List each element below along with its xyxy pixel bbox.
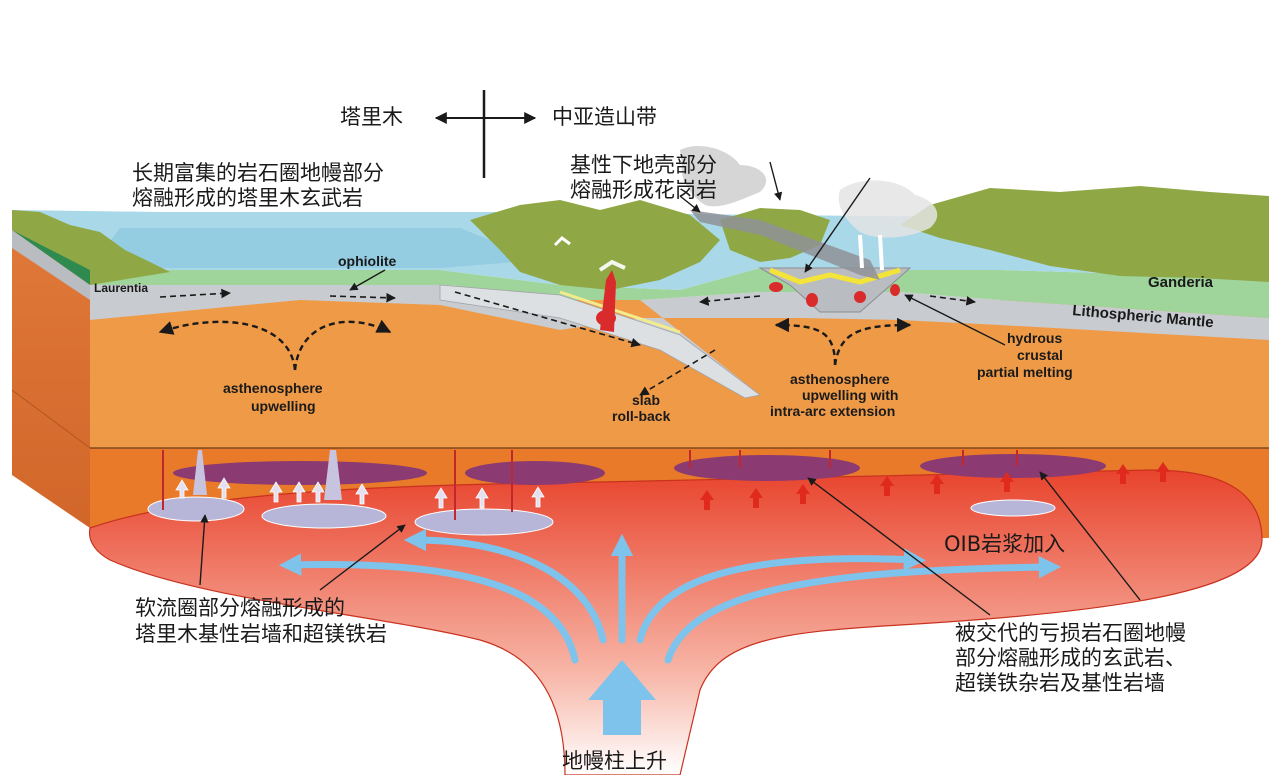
asthenosphere-right-label-3: intra-arc extension bbox=[770, 403, 895, 419]
arc-landmass bbox=[470, 200, 720, 290]
asthenosphere-left-label-2: upwelling bbox=[251, 398, 316, 414]
asthenosphere-right-label-1: asthenosphere bbox=[790, 371, 890, 387]
granite-label-1: 基性下地壳部分 bbox=[570, 153, 717, 177]
hydrous-label-2: crustal bbox=[1017, 347, 1063, 363]
direction-right-label: 中亚造山带 bbox=[552, 105, 657, 129]
melt-pool-1 bbox=[147, 496, 245, 522]
ganderia-label: Ganderia bbox=[1148, 274, 1214, 291]
magma-features bbox=[147, 450, 1170, 536]
dyke-label-2: 塔里木基性岩墙和超镁铁岩 bbox=[135, 622, 387, 646]
magma-chamber-2 bbox=[465, 461, 605, 485]
asthenosphere-left-label-1: asthenosphere bbox=[223, 380, 323, 396]
melt-pool-2 bbox=[261, 503, 387, 529]
block-side-face bbox=[12, 210, 90, 528]
plume-rise-label: 地幔柱上升 bbox=[562, 749, 667, 773]
plume-rise-arrow bbox=[588, 660, 656, 735]
laurentia-label: Laurentia bbox=[94, 281, 148, 295]
crust-green bbox=[90, 268, 1269, 318]
hydrous-label-3: partial melting bbox=[977, 364, 1073, 380]
block-side-face-grey bbox=[12, 230, 90, 300]
depleted-mantle-label-2: 部分熔融形成的玄武岩、 bbox=[955, 646, 1186, 670]
smoke-plume-right bbox=[838, 180, 938, 238]
annotation-arrows bbox=[199, 90, 1141, 616]
magma-chamber-1 bbox=[173, 461, 427, 485]
lithospheric-mantle-band bbox=[90, 285, 1269, 395]
flow-arrow-left-inner bbox=[403, 528, 607, 644]
magma-chamber-3 bbox=[674, 455, 860, 481]
dyke-label-1: 软流圈部分熔融形成的 bbox=[135, 596, 345, 620]
hydrous-label-1: hydrous bbox=[1007, 330, 1062, 346]
slab-label-1: slab bbox=[632, 392, 660, 408]
mantle-flow-arrows bbox=[158, 288, 976, 396]
tarim-basalt-label-1: 长期富集的岩石圈地幔部分 bbox=[132, 161, 384, 185]
oib-label: OIB岩浆加入 bbox=[944, 532, 1065, 556]
flow-arrow-left-outer bbox=[278, 553, 579, 664]
magma-chamber-4 bbox=[920, 454, 1106, 478]
granite-label-2: 熔融形成花岗岩 bbox=[570, 178, 717, 202]
flow-arrow-right-inner bbox=[636, 548, 927, 644]
depleted-mantle-label-3: 超镁铁杂岩及基性岩墙 bbox=[955, 671, 1165, 695]
tarim-basalt-label-2: 熔融形成的塔里木玄武岩 bbox=[132, 186, 363, 210]
flow-arrow-right-outer bbox=[664, 555, 1062, 664]
melt-pool-3 bbox=[414, 508, 554, 536]
depleted-mantle-label-1: 被交代的亏损岩石圈地幔 bbox=[955, 621, 1186, 645]
asthenosphere-right-label-2: upwelling with bbox=[802, 387, 898, 403]
ocean-deep bbox=[90, 228, 540, 268]
ophiolite-label: ophiolite bbox=[338, 253, 397, 269]
left-landmass bbox=[12, 210, 170, 285]
slab-label-2: roll-back bbox=[612, 408, 671, 424]
surface-layers bbox=[12, 145, 1269, 399]
text-labels: 塔里木 中亚造山带 长期富集的岩石圈地幔部分 熔融形成的塔里木玄武岩 基性下地壳… bbox=[94, 105, 1214, 773]
right-landmass bbox=[900, 186, 1269, 282]
mantle-plume-head bbox=[88, 469, 1263, 775]
smoke-plume-left bbox=[680, 145, 767, 207]
plume-flow-arrows bbox=[278, 528, 1062, 664]
melt-pool-4 bbox=[970, 499, 1056, 517]
direction-left-label: 塔里木 bbox=[340, 105, 403, 129]
subducting-slab bbox=[439, 284, 761, 399]
